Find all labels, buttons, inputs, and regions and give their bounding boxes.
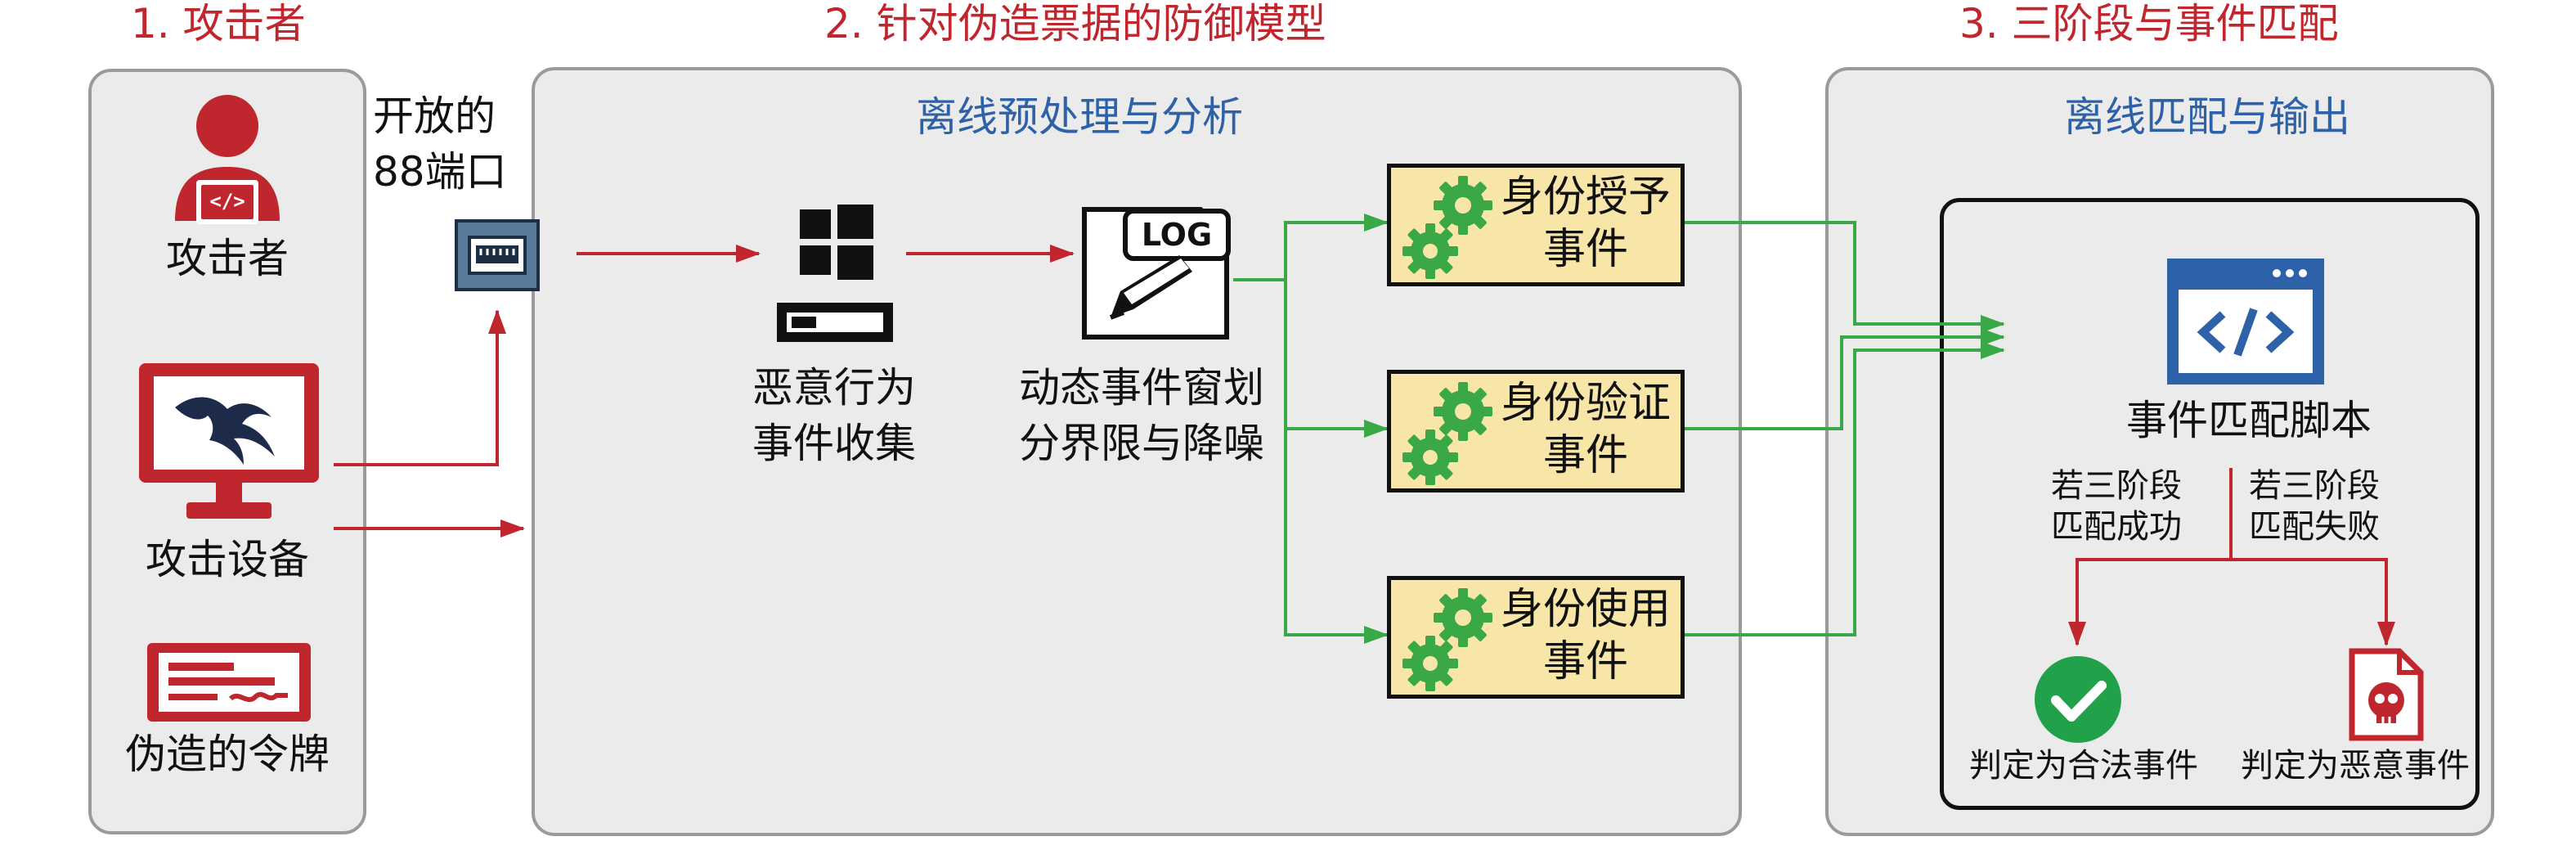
log-icon: LOG — [1082, 207, 1231, 340]
event-grant: 身份授予 事件 — [1387, 164, 1685, 286]
success-line1: 若三阶段 — [2051, 467, 2182, 505]
computer-icon — [139, 363, 319, 519]
gear-icon — [1402, 382, 1492, 485]
success-line2: 匹配成功 — [2051, 508, 2182, 546]
arrow-log-to-use — [1284, 429, 1389, 644]
event-use-label: 身份使用 事件 — [1496, 583, 1676, 688]
event-verify-label: 身份验证 事件 — [1496, 377, 1676, 482]
event-verify-line1: 身份验证 — [1500, 379, 1671, 428]
malicious-result-label: 判定为恶意事件 — [2241, 747, 2470, 785]
fail-line1: 若三阶段 — [2249, 467, 2380, 505]
section-title-matching: 3. 三阶段与事件匹配 — [1959, 0, 2339, 47]
hacker-icon: </> — [175, 95, 280, 224]
arrow-verify-to-script — [1685, 328, 2005, 430]
event-use-line2: 事件 — [1542, 637, 1628, 686]
arrow-log-to-verify — [1284, 280, 1389, 438]
arrow-to-legal — [2068, 558, 2231, 646]
collect-label-line1: 恶意行为 — [752, 364, 916, 412]
skull-file-icon — [2349, 648, 2424, 741]
token-label: 伪造的令牌 — [125, 731, 330, 778]
arrow-to-malicious — [2231, 558, 2395, 646]
legal-result-label: 判定为合法事件 — [1969, 747, 2198, 785]
arrow-device-to-port — [334, 309, 506, 466]
collect-label-line2: 事件收集 — [752, 420, 916, 467]
event-verify-line2: 事件 — [1542, 431, 1628, 480]
token-icon — [147, 643, 311, 722]
arrow-log-to-grant — [1233, 214, 1389, 281]
arrow-use-to-script — [1685, 341, 2005, 636]
windows-icon — [777, 205, 893, 342]
arrow-grant-to-script — [1685, 221, 2005, 333]
event-grant-line2: 事件 — [1542, 225, 1628, 274]
window-label-line1: 动态事件窗划 — [1019, 364, 1264, 412]
section-title-attacker: 1. 攻击者 — [131, 0, 306, 47]
port-label-line1: 开放的 — [373, 92, 496, 140]
event-verify: 身份验证 事件 — [1387, 370, 1685, 492]
offline-analysis-title: 离线预处理与分析 — [916, 93, 1243, 141]
event-use-line1: 身份使用 — [1500, 585, 1671, 634]
offline-matching-title: 离线匹配与输出 — [2064, 93, 2350, 141]
gear-icon — [1402, 176, 1492, 279]
section-title-defense: 2. 针对伪造票据的防御模型 — [824, 0, 1326, 47]
event-use: 身份使用 事件 — [1387, 576, 1685, 699]
event-grant-line1: 身份授予 — [1500, 173, 1671, 222]
device-label: 攻击设备 — [146, 536, 309, 583]
fail-line2: 匹配失败 — [2249, 508, 2380, 546]
check-icon — [2035, 656, 2121, 743]
port-label-line2: 88端口 — [373, 148, 507, 196]
window-label-line2: 分界限与降噪 — [1019, 420, 1264, 467]
port-icon — [455, 219, 540, 291]
svg-text:</>: </> — [209, 190, 245, 213]
gear-icon — [1402, 588, 1492, 691]
log-badge-text: LOG — [1142, 217, 1212, 253]
attacker-label: 攻击者 — [166, 235, 289, 282]
event-grant-label: 身份授予 事件 — [1496, 171, 1676, 276]
script-label: 事件匹配脚本 — [2126, 397, 2372, 444]
code-window-icon — [2167, 259, 2324, 385]
